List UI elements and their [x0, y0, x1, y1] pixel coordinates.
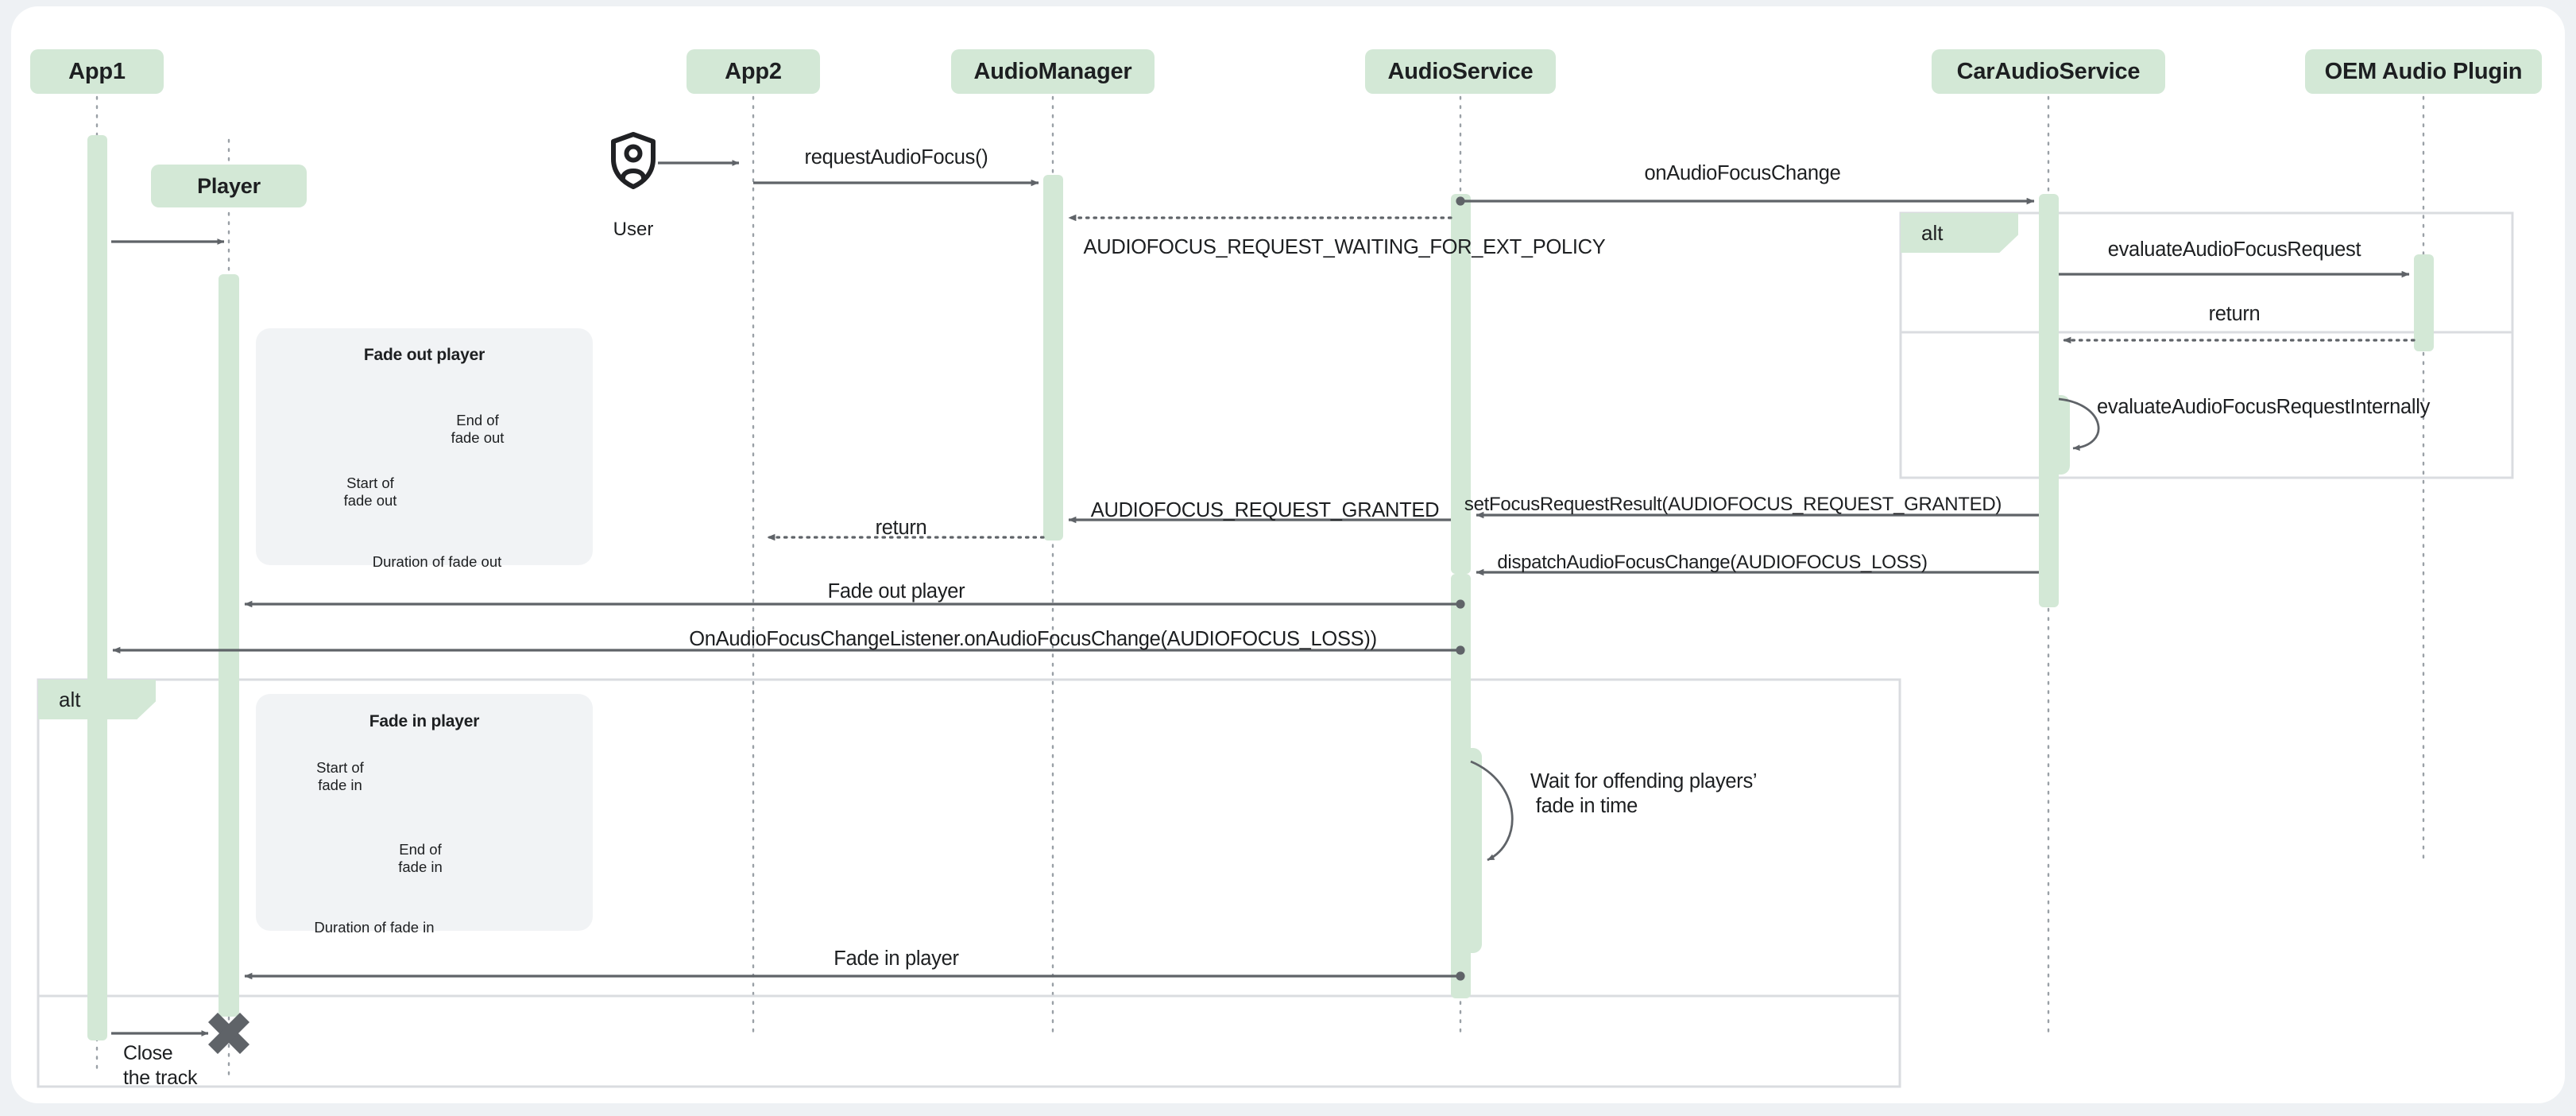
message-label-evaluate-audio-focus-request: evaluateAudioFocusRequest	[2107, 238, 2361, 261]
participant-label: App2	[725, 58, 782, 84]
message-label-request-audio-focus: requestAudioFocus()	[804, 146, 988, 169]
participant-player[interactable]: Player	[151, 165, 307, 207]
alt-text: alt	[1921, 220, 1944, 245]
participant-label: Player	[197, 173, 261, 198]
participant-app1[interactable]: App1	[30, 49, 164, 94]
participant-app2[interactable]: App2	[687, 49, 820, 94]
message-label-fade-in-player: Fade in player	[834, 947, 959, 970]
participant-oemplugin[interactable]: OEM Audio Plugin	[2305, 49, 2542, 94]
message-label-evaluate-internally: evaluateAudioFocusRequestInternally	[2097, 396, 2431, 418]
message-label-close-the-track: Close the track	[123, 1042, 198, 1089]
message-label-on-audio-focus-change-listener-loss: OnAudioFocusChangeListener.onAudioFocusC…	[689, 628, 1377, 650]
fade-in-chart-title: Fade in player	[369, 712, 480, 730]
message-label-fade-out-player: Fade out player	[827, 580, 965, 603]
fade-in-end-label: End of fade in	[398, 841, 443, 876]
message-label-evaluate-return: return	[2208, 303, 2261, 325]
alt-label-caraudioservice: alt	[1901, 213, 2018, 253]
participant-audioservice[interactable]: AudioService	[1365, 49, 1556, 94]
message-label-return-to-app2: return	[875, 517, 927, 539]
alt-label-app1: alt	[38, 680, 156, 719]
message-label-set-focus-request-result: setFocusRequestResult(AUDIOFOCUS_REQUEST…	[1464, 494, 2002, 515]
message-label-on-audio-focus-change: onAudioFocusChange	[1644, 162, 1841, 184]
participant-audiomanager[interactable]: AudioManager	[951, 49, 1155, 94]
participant-label: App1	[68, 58, 126, 84]
fade-out-chart-title: Fade out player	[363, 346, 485, 364]
message-label-wait-for-fade-in: Wait for offending players’ fade in time	[1530, 770, 1758, 818]
participant-label: AudioService	[1387, 58, 1534, 84]
fade-in-chart-box	[256, 694, 593, 931]
actor-user-label: User	[613, 219, 654, 240]
fade-out-end-label: End of fade out	[451, 412, 505, 447]
message-label-audiofocus-request-granted: AUDIOFOCUS_REQUEST_GRANTED	[1090, 499, 1440, 521]
fade-out-chart-box	[256, 328, 593, 565]
fade-out-start-label: Start of fade out	[343, 475, 397, 510]
participant-label: OEM Audio Plugin	[2324, 58, 2523, 84]
message-label-waiting-for-ext-policy: AUDIOFOCUS_REQUEST_WAITING_FOR_EXT_POLIC…	[1083, 236, 1606, 258]
participant-label: AudioManager	[973, 58, 1132, 84]
fade-out-duration-label: Duration of fade out	[372, 553, 502, 570]
participant-caraudioservice[interactable]: CarAudioService	[1932, 49, 2165, 94]
message-label-dispatch-audio-focus-change: dispatchAudioFocusChange(AUDIOFOCUS_LOSS…	[1497, 552, 1928, 573]
fade-in-duration-label: Duration of fade in	[314, 919, 435, 936]
alt-text: alt	[59, 687, 81, 711]
participant-label: CarAudioService	[1956, 58, 2141, 84]
fade-in-start-label: Start of fade in	[316, 759, 364, 794]
